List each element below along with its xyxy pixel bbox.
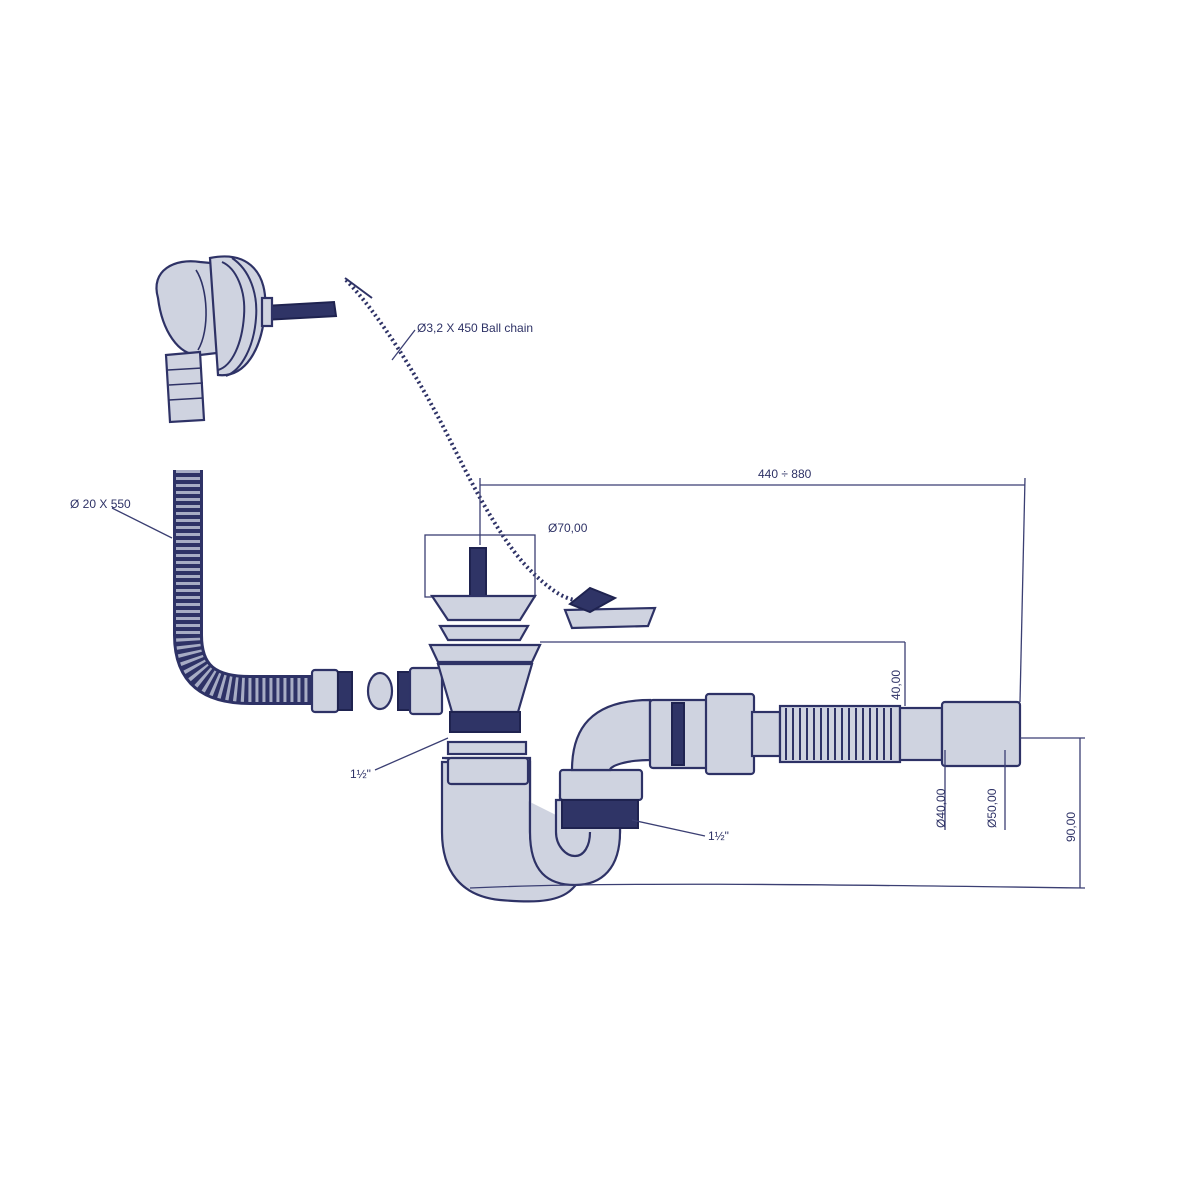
siphon-trap [440, 692, 782, 903]
waste-diameter-label: Ø70,00 [548, 521, 588, 535]
overflow-assembly [155, 255, 338, 424]
plug-stopper [563, 586, 657, 630]
thread-left-leader [374, 737, 449, 771]
ball-chain [344, 277, 576, 602]
overflow-hose-leader [111, 507, 173, 539]
overflow-hose-label: Ø 20 X 550 [70, 497, 131, 511]
outlet-inner-label: Ø40,00 [934, 788, 948, 828]
length-range-label: 440 ÷ 880 [758, 467, 812, 481]
ball-chain-label: Ø3,2 X 450 Ball chain [417, 321, 533, 335]
outlet-outer-label: Ø50,00 [985, 788, 999, 828]
height-40-label: 40,00 [889, 670, 903, 700]
thread-right-label: 1½" [708, 829, 729, 843]
hose-connector [366, 666, 444, 716]
extension-hose [778, 700, 1022, 768]
dimension-lines [469, 477, 1086, 889]
ball-chain-leader [391, 329, 416, 361]
thread-right-leader [631, 819, 706, 837]
waste-assembly [424, 534, 542, 756]
overflow-hose [173, 470, 353, 714]
thread-left-label: 1½" [350, 767, 371, 781]
height-90-label: 90,00 [1064, 812, 1078, 842]
